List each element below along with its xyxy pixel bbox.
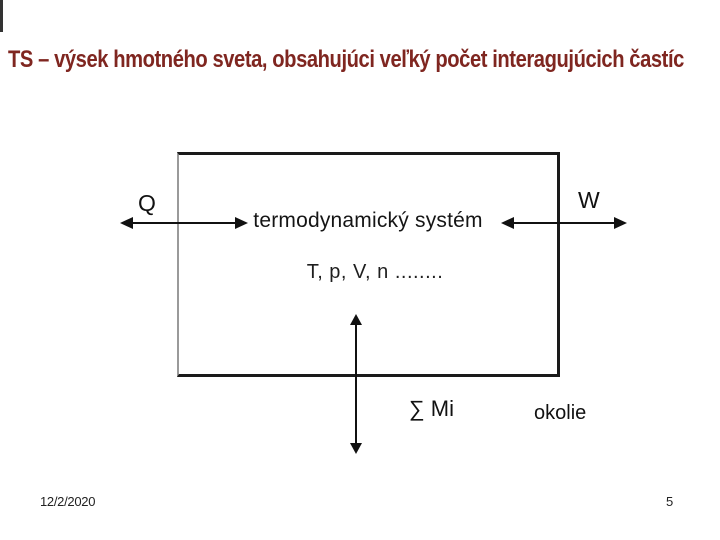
work-label: W [578, 187, 600, 213]
state-variables-label: T, p, V, n ........ [306, 261, 444, 283]
surroundings-label: okolie [534, 402, 587, 424]
heat-arrow-line [130, 222, 238, 224]
slide-title: TS – výsek hmotného sveta, obsahujúci ve… [8, 46, 684, 73]
system-box [177, 152, 560, 377]
arrowhead-right-icon [235, 217, 248, 229]
arrowhead-up-icon [350, 314, 362, 325]
mass-flow-label: ∑ Mi [409, 396, 455, 421]
heat-label: Q [138, 190, 156, 216]
page-number: 5 [666, 494, 674, 509]
mass-arrow-line [355, 323, 357, 445]
footer-date: 12/2/2020 [40, 494, 96, 509]
arrowhead-left-icon [501, 217, 514, 229]
arrowhead-down-icon [350, 443, 362, 454]
arrowhead-left-icon [120, 217, 133, 229]
corner-mark [0, 0, 3, 32]
work-arrow-line [511, 222, 616, 224]
system-box-label: termodynamický systém [253, 209, 483, 232]
arrowhead-right-icon [614, 217, 627, 229]
